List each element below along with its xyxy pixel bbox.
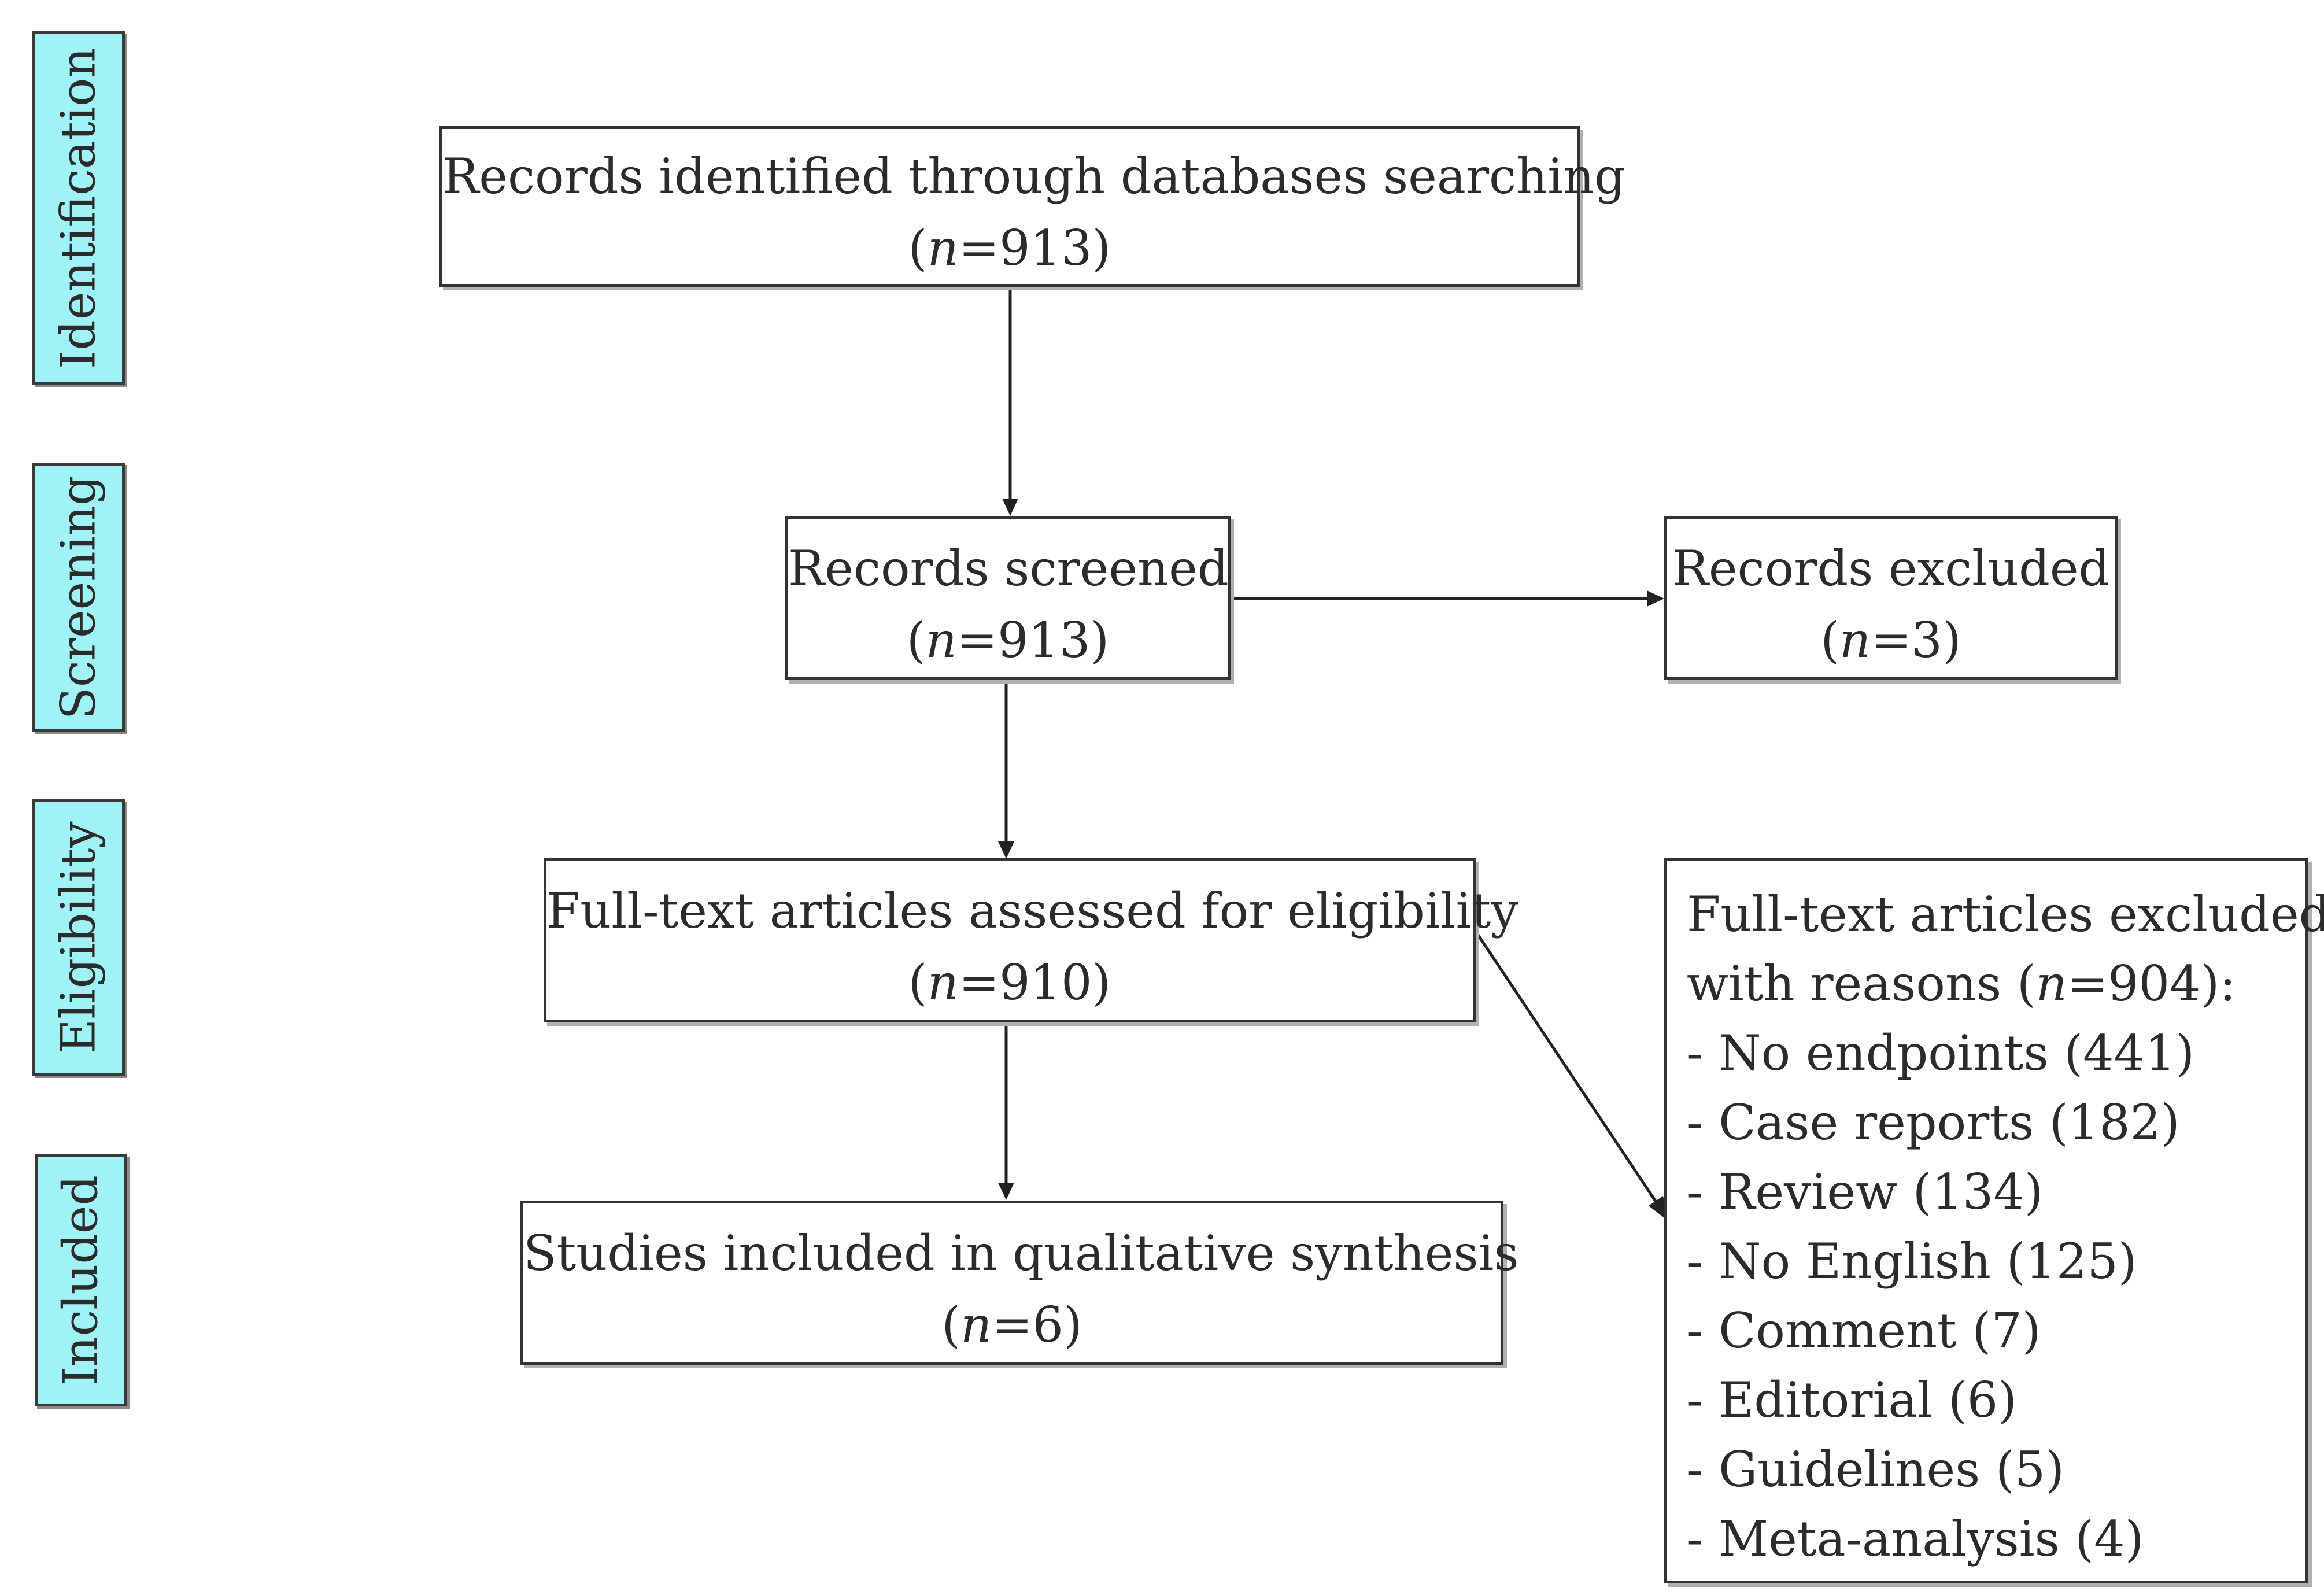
arrowhead-identified-to-screened (1002, 499, 1018, 516)
studies-included-count: (n=6) (941, 1297, 1082, 1353)
stage-label-eligibility: Eligibility (32, 799, 125, 1076)
records-identified-title: Records identified through databases sea… (442, 148, 1625, 205)
exclusion-reason-item: - Comment (7) (1687, 1302, 2041, 1359)
stage-label-screening: Screening (32, 463, 125, 732)
exclusion-reason-item: - Guidelines (5) (1687, 1441, 2064, 1498)
stage-label-included: Included (35, 1154, 127, 1406)
records-screened-box: Records screened (n=913) (785, 516, 1231, 680)
records-excluded-box: Records excluded (n=3) (1664, 516, 2118, 680)
records-excluded-title: Records excluded (1672, 540, 2110, 597)
arrow-eligibility-to-fulltext-excluded (1476, 933, 1658, 1204)
eligibility-assessed-title: Full-text articles assessed for eligibil… (546, 883, 1518, 939)
studies-included-title: Studies included in qualitative synthesi… (523, 1225, 1519, 1282)
studies-included-box: Studies included in qualitative synthesi… (520, 1201, 1519, 1365)
records-identified-count: (n=913) (908, 220, 1111, 276)
records-screened-count: (n=913) (906, 612, 1110, 669)
fulltext-excluded-box: Full-text articles excluded, with reason… (1664, 858, 2324, 1583)
stage-label-identification: Identification (32, 31, 125, 385)
arrowhead-eligibility-to-included (998, 1183, 1014, 1200)
records-screened-title: Records screened (788, 540, 1229, 597)
exclusion-reason-item: - Meta-analysis (4) (1687, 1511, 2144, 1567)
exclusion-reason-item: - Editorial (6) (1687, 1372, 2018, 1428)
exclusion-reason-item: - Review (134) (1687, 1164, 2044, 1220)
records-identified-box: Records identified through databases sea… (439, 126, 1625, 287)
fulltext-excluded-title-line2: with reasons (n=904): (1687, 955, 2236, 1012)
arrowhead-screened-to-excluded (1647, 590, 1664, 607)
exclusion-reason-item: - No endpoints (441) (1687, 1025, 2195, 1081)
eligibility-assessed-box: Full-text articles assessed for eligibil… (544, 858, 1518, 1022)
eligibility-assessed-count: (n=910) (908, 954, 1111, 1011)
arrowhead-screened-to-eligibility (998, 841, 1014, 859)
records-excluded-count: (n=3) (1820, 612, 1961, 669)
exclusion-reason-item: - No English (125) (1687, 1233, 2137, 1290)
arrowhead-eligibility-to-fulltext-excluded (1649, 1196, 1669, 1221)
fulltext-excluded-title-line1: Full-text articles excluded, (1687, 886, 2324, 943)
exclusion-reason-item: - Case reports (182) (1687, 1094, 2180, 1151)
